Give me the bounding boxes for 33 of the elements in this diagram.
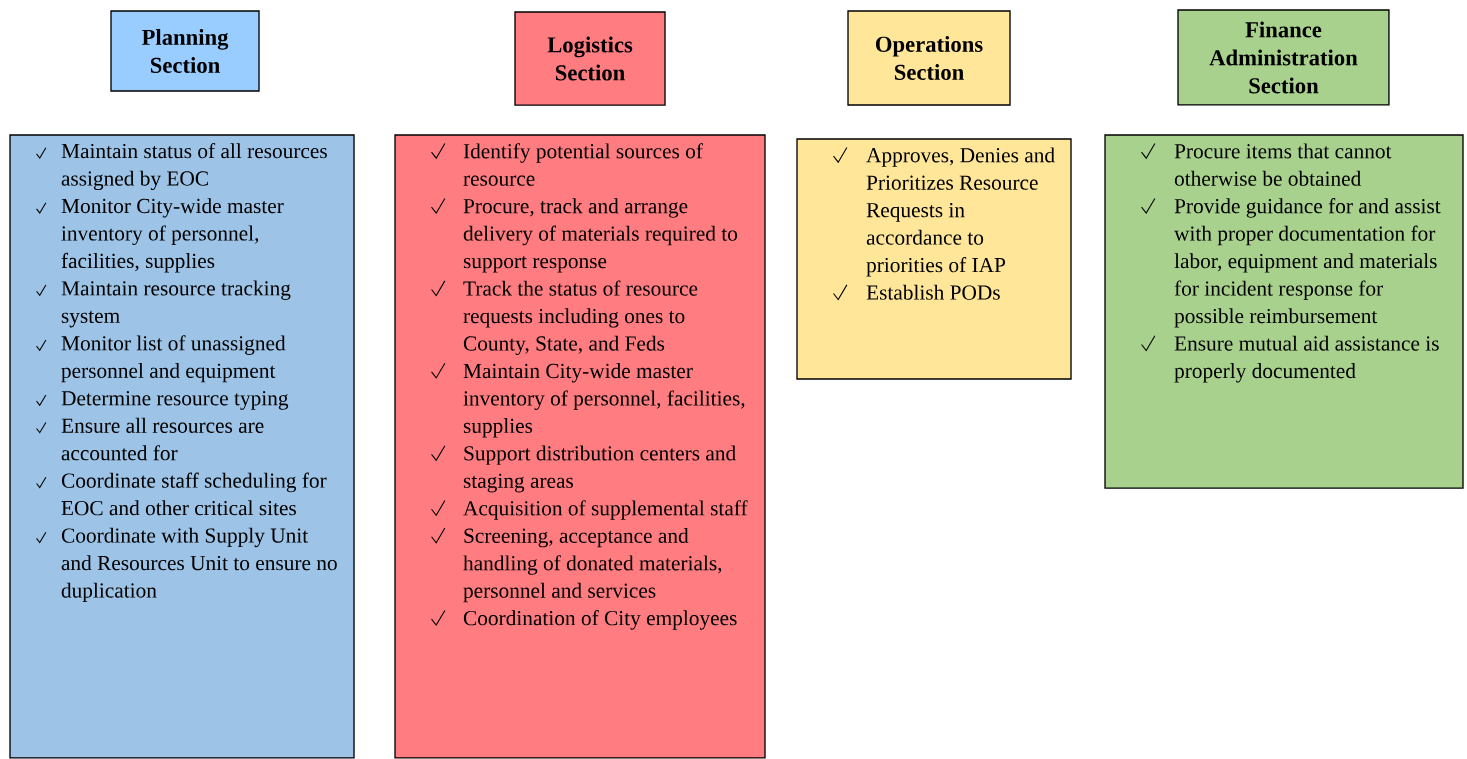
list-item: Coordinate staff scheduling for EOC and other critical sites: [61, 472, 327, 516]
task-list-box: [394, 134, 766, 759]
list-item: Monitor City-wide master inventory of personnel, facilities, supplies: [61, 198, 284, 273]
list-item: Monitor list of unassigned personnel and equipment: [61, 335, 286, 383]
list-item: Ensure all resources are accounted for: [61, 417, 264, 461]
list-item: Maintain resource tracking system: [61, 280, 291, 328]
list-item: Acquisition of supplemental staff: [463, 500, 748, 520]
task-list-box: [1104, 134, 1464, 489]
section-title: Operations Section: [875, 36, 983, 80]
section-header-box: [1177, 9, 1390, 106]
list-item: Determine resource typing: [61, 391, 289, 410]
list-item: Maintain status of all resources assigned by EOC: [61, 143, 327, 191]
task-list-box: [9, 134, 355, 759]
section-header-box: [110, 10, 260, 92]
list-item: Screening, acceptance and handling of donated materials, personnel and services: [463, 527, 722, 603]
section-title: Planning Section: [141, 29, 229, 73]
list-item: Procure, track and arrange delivery of materials required to support response: [463, 198, 738, 273]
task-list-box: [796, 138, 1072, 380]
section-header-box: [514, 11, 666, 106]
list-item: Support distribution centers and staging areas: [463, 445, 736, 493]
list-item: Coordination of City employees: [463, 610, 737, 630]
list-item: Ensure mutual aid assistance is properly documented: [1174, 335, 1439, 383]
list-item: Establish PODs: [866, 284, 1000, 300]
list-item: Procure items that cannot otherwise be obtained: [1174, 143, 1392, 186]
section-title: Finance Administration Section: [1209, 21, 1358, 94]
section-header-box: [847, 10, 1011, 106]
list-item: Track the status of resource requests including ones to County, State, and Feds: [463, 280, 698, 356]
list-item: Approves, Denies and Prioritizes Resource Requests in accordance to priorities of IAP: [866, 147, 1055, 277]
list-item: Provide guidance for and assist with proper documentation for labor, equipment and materials for incident response for possible reimbursement: [1174, 198, 1441, 328]
list-item: Coordinate with Supply Unit and Resources Unit to ensure no duplication: [61, 527, 337, 602]
list-item: Identify potential sources of resource: [463, 143, 703, 186]
section-title: Logistics Section: [547, 36, 633, 81]
list-item: Maintain City-wide master inventory of personnel, facilities, supplies: [463, 363, 745, 438]
